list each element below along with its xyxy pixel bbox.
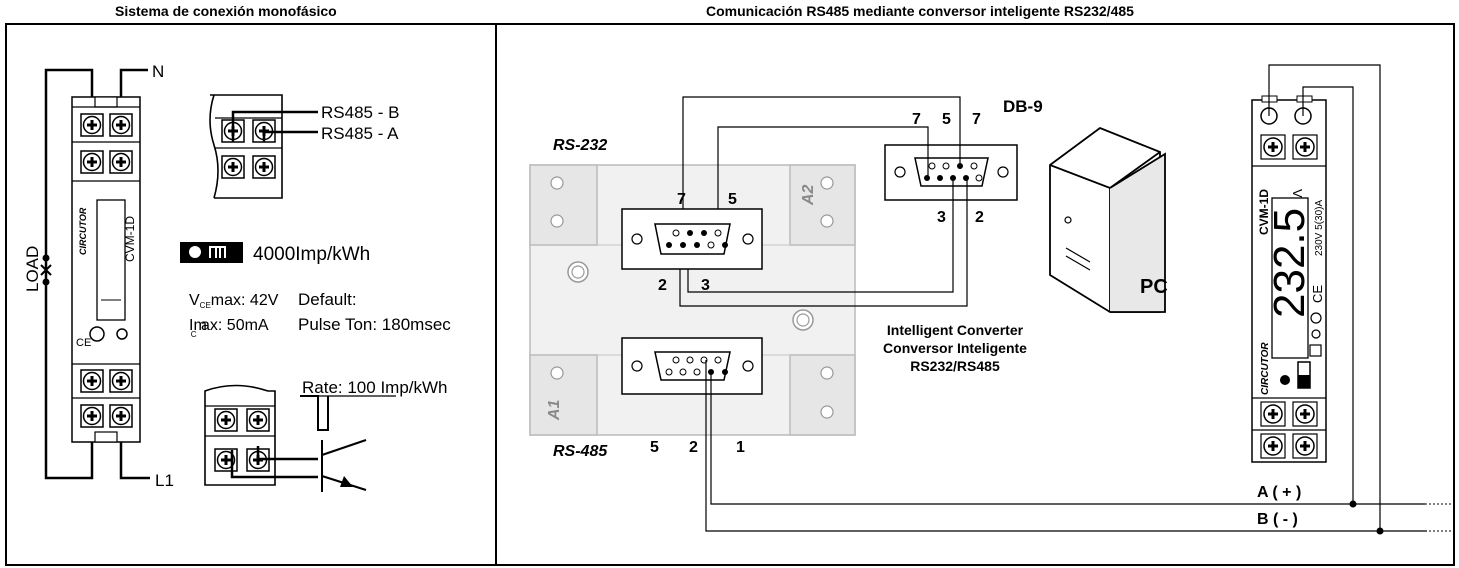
transistor-icon [321, 439, 367, 492]
terminal-screw-icon [108, 149, 134, 175]
cvm1d-meter: CVM-1D V 232.5 230V 5(30)A CE CIRCUTOR [1251, 95, 1327, 463]
meter-model-right: CVM-1D [1257, 189, 1271, 235]
bus-a-label: A ( + ) [1257, 484, 1301, 501]
terminal-screw-icon [1259, 400, 1287, 428]
load-cross-icon [40, 264, 52, 276]
rs485-pin1: 1 [736, 439, 745, 456]
db9-label: DB-9 [1003, 97, 1043, 116]
meter-brand: CIRCUTOR [78, 207, 88, 255]
terminal-screw-icon [108, 112, 134, 138]
terminal-n: N [152, 62, 164, 81]
a1-label: A1 [546, 399, 563, 421]
right-title: Comunicación RS485 mediante conversor in… [706, 3, 1134, 19]
rs485-terminal-detail [209, 94, 318, 199]
converter-line2: Conversor Inteligente [883, 340, 1027, 356]
terminal-screw-icon [79, 149, 105, 175]
pc-label: PC [1140, 276, 1168, 298]
default-label: Default: [298, 290, 357, 309]
bus-b-label: B ( - ) [1257, 511, 1298, 528]
ce-mark-icon: CE [76, 337, 91, 349]
pulse-rate: 4000Imp/kWh [253, 244, 370, 265]
rs485-pin2: 2 [689, 439, 698, 456]
db9-pin5: 7 [912, 111, 921, 128]
db9-pin7: 7 [972, 111, 981, 128]
meter-reading: 232.5 [1265, 208, 1314, 318]
rs232-cable [679, 96, 968, 307]
rs485-a-label: RS485 - A [321, 124, 399, 143]
db9-connector [884, 144, 1018, 201]
terminal-screw-icon [1259, 432, 1287, 460]
meter-model: CVM-1D [123, 216, 137, 262]
load-label: LOAD [23, 246, 42, 292]
left-wiring [40, 68, 150, 480]
terminal-screw-icon [79, 368, 105, 394]
terminal-screw-icon [1259, 133, 1287, 161]
meter-brand-right: CIRCUTOR [1260, 342, 1271, 395]
terminal-screw-icon [79, 403, 105, 429]
meter-unit: V [1290, 189, 1305, 198]
rate-label: Rate: 100 Imp/kWh [302, 378, 448, 397]
db9-pin2: 2 [975, 209, 984, 226]
db9-pin3: 3 [937, 209, 946, 226]
terminal-screw-icon [1291, 133, 1319, 161]
rs485-b-label: RS485 - B [321, 103, 399, 122]
a2-label: A2 [800, 184, 817, 206]
rs485-pin5: 5 [650, 439, 659, 456]
rs232-connector [621, 208, 763, 270]
terminal-screw-icon [1291, 400, 1319, 428]
terminal-screw-icon [79, 112, 105, 138]
conv-pin2: 2 [658, 277, 667, 294]
vce-max: VCEmax: 42V [189, 292, 279, 310]
pulse-output-icon [180, 242, 243, 263]
terminal-screw-icon [1291, 432, 1319, 460]
terminal-l1: L1 [155, 471, 174, 490]
pc-tower-icon [1049, 126, 1166, 313]
pulse-ton: Pulse Ton: 180msec [298, 315, 451, 334]
rs485-connector [621, 337, 763, 395]
conv-pin5: 5 [728, 191, 737, 208]
terminal-screw-icon [108, 368, 134, 394]
terminal-screw-icon [108, 403, 134, 429]
meter-spec: 230V 5(30)A [1314, 200, 1325, 256]
db9-pin5-label: 5 [942, 111, 951, 128]
conv-pin7: 7 [677, 191, 686, 208]
left-meter: CIRCUTOR CVM-1D CE [71, 96, 141, 443]
pulse-terminal-detail [204, 384, 318, 486]
conv-pin3: 3 [701, 277, 710, 294]
pulse-waveform-icon [300, 395, 329, 431]
converter-line3: RS232/RS485 [910, 358, 1000, 374]
rs232-label: RS-232 [553, 137, 607, 154]
right-panel [495, 23, 1455, 566]
ce-mark-icon: CE [1310, 285, 1325, 303]
rs485-bus [705, 64, 1427, 532]
rs485-label: RS-485 [553, 443, 608, 460]
left-title: Sistema de conexión monofásico [115, 3, 337, 19]
converter-line1: Intelligent Converter [887, 322, 1024, 338]
